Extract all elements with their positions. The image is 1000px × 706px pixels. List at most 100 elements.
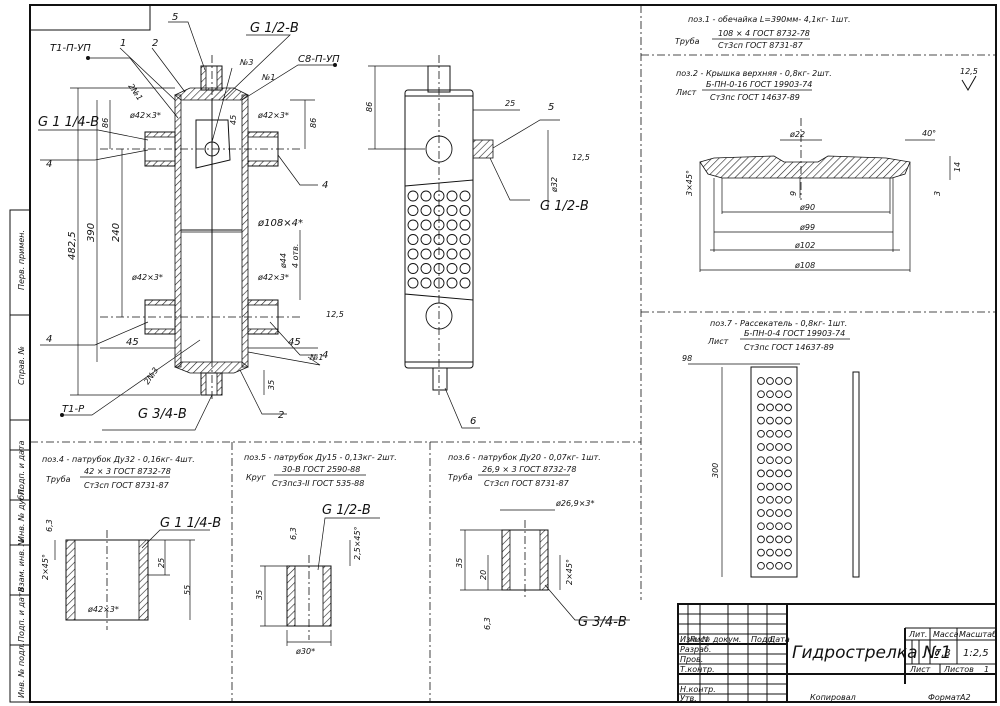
tb-col-sign: Подп. (751, 635, 775, 644)
tb-row-utv: Утв. (680, 694, 697, 703)
pos7-num: Б-ПН-0-4 ГОСТ 19903-74 (744, 329, 845, 338)
plate-hole (757, 377, 765, 385)
side-dim-25: 25 (505, 99, 515, 108)
tb-row-nkontr: Н.контр. (680, 685, 716, 694)
pos1-pipe: Труба (675, 37, 700, 46)
stamp-sprav: Справ. № (17, 346, 26, 385)
label-t1-r: Т1-Р (62, 404, 85, 415)
side-perf-hole (459, 263, 471, 274)
pos2-dim-9: 9 (789, 191, 798, 196)
dim-44: ø44 (279, 253, 288, 269)
tb-format-label: Формат (928, 693, 961, 702)
plate-hole (784, 495, 792, 504)
side-perf-hole (459, 219, 471, 231)
pos2-chamfer: 3×45° (685, 170, 694, 196)
stamp-vzam-inv: Взам. инв. № (17, 538, 26, 592)
side-perf-hole (446, 248, 458, 260)
plate-hole (757, 416, 765, 425)
label-pos-4-a: 4 (46, 159, 52, 170)
plate-hole (775, 509, 783, 517)
side-perf-hole (459, 234, 471, 245)
plate-hole (766, 416, 774, 425)
side-perf-hole (446, 190, 458, 202)
plate-hole (766, 443, 774, 451)
pos2-roughness: 12,5 (960, 67, 978, 76)
tb-col-izm: Изм. (680, 635, 699, 644)
plate-hole (766, 548, 774, 557)
roughness-12-5-main: 12,5 (326, 310, 344, 319)
pos4-roughness: 6,3 (45, 519, 54, 532)
pos2-d90: ø90 (799, 203, 815, 212)
plate-hole (766, 522, 774, 531)
stamp-inv-dubl: Инв. № дубл. (17, 487, 26, 542)
plate-hole (766, 509, 774, 517)
plate-hole (766, 482, 774, 491)
pos2-num: Б-ПН-0-16 ГОСТ 19903-74 (706, 80, 812, 89)
plate-hole (784, 456, 792, 465)
side-perf-hole (420, 248, 432, 260)
pos1-spec: поз.1 - обечайка L=390мм- 4,1кг- 1шт. Тр… (675, 15, 851, 50)
side-perf-hole (420, 219, 432, 231)
side-perf-hole (407, 248, 419, 260)
plate-hole (775, 561, 783, 570)
stamp-perv-primen: Перв. примен. (17, 230, 26, 290)
dim-42x3-ul: ø42×3* (129, 111, 161, 120)
pos4-nozzle: поз.4 - патрубок Ду32 - 0,16кг- 4шт. Тру… (41, 455, 221, 630)
label-pos-4-b: 4 (322, 180, 328, 191)
plate-hole (784, 561, 792, 570)
side-perforation (407, 190, 471, 289)
tb-sheets-label: Листов (943, 665, 974, 674)
dim-86-left: 86 (101, 118, 110, 128)
tb-col-date: Дата (768, 635, 790, 644)
tb-col-list: Лист (688, 635, 710, 644)
plate-hole (784, 390, 792, 399)
plate-hole (757, 561, 765, 570)
dim-45-right: 45 (288, 337, 301, 348)
pos4-den: Ст3сп ГОСТ 8731-87 (84, 481, 170, 490)
plate-hole (775, 429, 783, 438)
plate-hole (757, 548, 765, 557)
pos5-den: Ст3пс3-II ГОСТ 535-88 (272, 479, 364, 488)
pos4-chamfer: 2×45° (41, 554, 50, 580)
label-s8-p-up: С8-П-УП (298, 54, 340, 65)
stamp-podp-data-1: Подп. и дата (17, 440, 26, 495)
label-n1-bottom: №1 (309, 353, 323, 362)
pos5-dim-30: ø30* (295, 647, 315, 656)
pos6-chamfer: 2×45° (565, 559, 574, 585)
pos5-nozzle: поз.5 - патрубок Ду15 - 0,13кг- 2шт. Кру… (244, 453, 397, 656)
plate-hole (784, 429, 792, 438)
tb-col-lit: Лит. (908, 630, 927, 639)
pos2-d102: ø102 (794, 241, 815, 250)
pos2-d99: ø99 (799, 223, 815, 232)
plate-hole (775, 443, 783, 451)
dim-86-right: 86 (309, 118, 318, 128)
plate-hole (757, 403, 765, 412)
pos6-roughness: 6,3 (483, 617, 492, 630)
plate-hole (775, 535, 783, 544)
label-pos-2: 2 (152, 38, 158, 49)
plate-hole (757, 509, 765, 517)
plate-hole (784, 482, 792, 491)
plate-hole (766, 469, 774, 478)
plate-hole (766, 535, 774, 544)
pos5-thread: G 1/2-B (322, 503, 371, 518)
stamp-podp-data-2: Подп. и дата (17, 587, 26, 642)
pos4-dim-25: 25 (157, 558, 166, 568)
label-pos-2-bottom: 2 (278, 410, 284, 421)
label-g114-b: G 1 1/4-B (38, 115, 99, 130)
side-perf-hole (446, 219, 458, 231)
label-pos-4-d: 4 (322, 350, 328, 361)
dim-45-top: 45 (229, 115, 238, 125)
plate-hole (757, 535, 765, 544)
plate-hole (775, 377, 783, 385)
pos7-den: Ст3пс ГОСТ 14637-89 (744, 343, 834, 352)
plate-hole (784, 443, 792, 451)
side-perf-hole (420, 277, 432, 289)
plate-hole (766, 561, 774, 570)
pos5-rod: Круг (246, 473, 266, 482)
tb-row-prov: Пров. (680, 655, 703, 664)
plate-hole (775, 403, 783, 412)
side-view: 86 25 5 12,5 ø32 G 1/2-B 6 (365, 55, 590, 429)
pos6-pipe: Труба (448, 473, 473, 482)
